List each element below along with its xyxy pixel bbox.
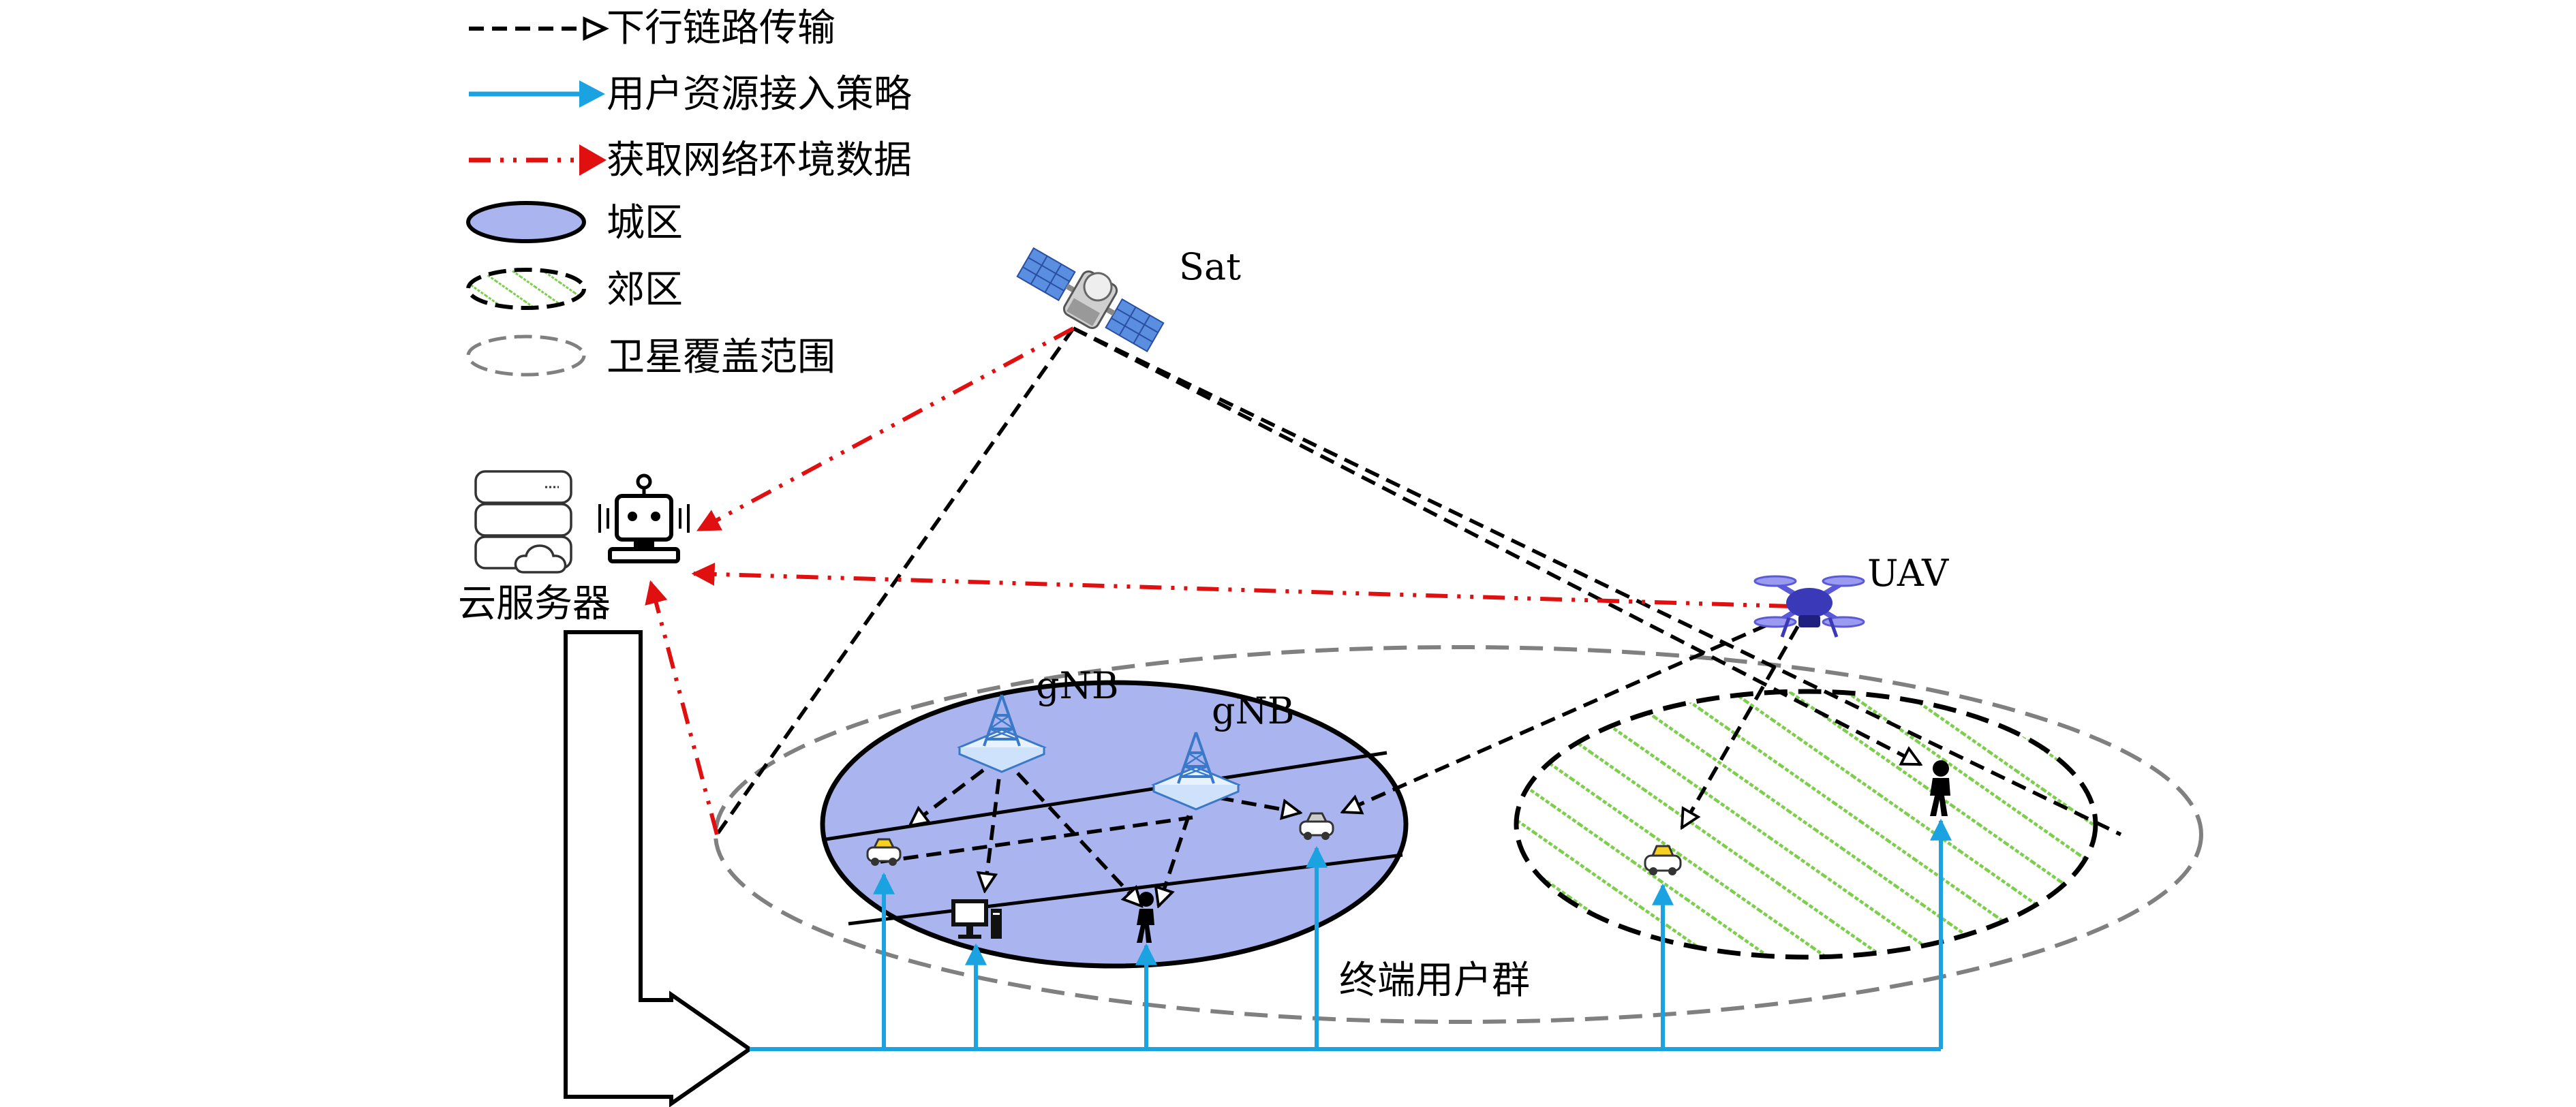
suburban-area (1514, 689, 2098, 960)
server-stack-icon (474, 470, 572, 574)
downlink-links (715, 326, 2122, 906)
legend-downlink-label: 下行链路传输 (607, 6, 835, 50)
legend-suburban-label: 郊区 (607, 268, 683, 312)
user-group-label: 终端用户群 (1339, 958, 1530, 1003)
legend: 下行链路传输 用户资源接入策略 获取网络环境数据 城区 郊区 卫星覆盖范围 (466, 6, 912, 379)
access-links (750, 818, 1952, 1051)
uav-icon (1753, 575, 1865, 638)
legend-access-label: 用户资源接入策略 (607, 72, 912, 116)
uav-label: UAV (1867, 552, 1949, 595)
legend-coverage: 卫星覆盖范围 (466, 334, 835, 379)
gnb-tower-icon-2 (1151, 732, 1241, 811)
fetch-links (645, 326, 1792, 835)
car-icon-suburban (1644, 845, 1682, 875)
legend-suburban: 郊区 (466, 268, 683, 312)
legend-coverage-label: 卫星覆盖范围 (607, 335, 835, 379)
legend-access: 用户资源接入策略 (469, 72, 912, 116)
legend-downlink: 下行链路传输 (469, 6, 835, 50)
legend-urban: 城区 (466, 201, 683, 245)
person-icon-urban (1137, 892, 1154, 943)
satellite-icon (1016, 247, 1165, 353)
gnb-tower-icon-1 (957, 694, 1047, 773)
satellite-coverage-area (714, 645, 2203, 1024)
satellite-label: Sat (1179, 245, 1241, 288)
gnb-label-1: gNB (1036, 664, 1119, 707)
car-icon-urban-2 (1299, 812, 1334, 840)
legend-fetch-label: 获取网络环境数据 (607, 138, 912, 183)
computer-icon (951, 899, 1002, 939)
gnb-label-2: gNB (1212, 689, 1295, 732)
robot-icon (598, 473, 690, 563)
cloud-server-label: 云服务器 (458, 582, 611, 626)
legend-urban-label: 城区 (607, 201, 683, 245)
legend-fetch: 获取网络环境数据 (469, 138, 912, 183)
cloud-strategy-arrow (564, 630, 754, 1107)
person-icon-suburban (1930, 760, 1950, 816)
car-icon-urban-1 (866, 838, 902, 866)
